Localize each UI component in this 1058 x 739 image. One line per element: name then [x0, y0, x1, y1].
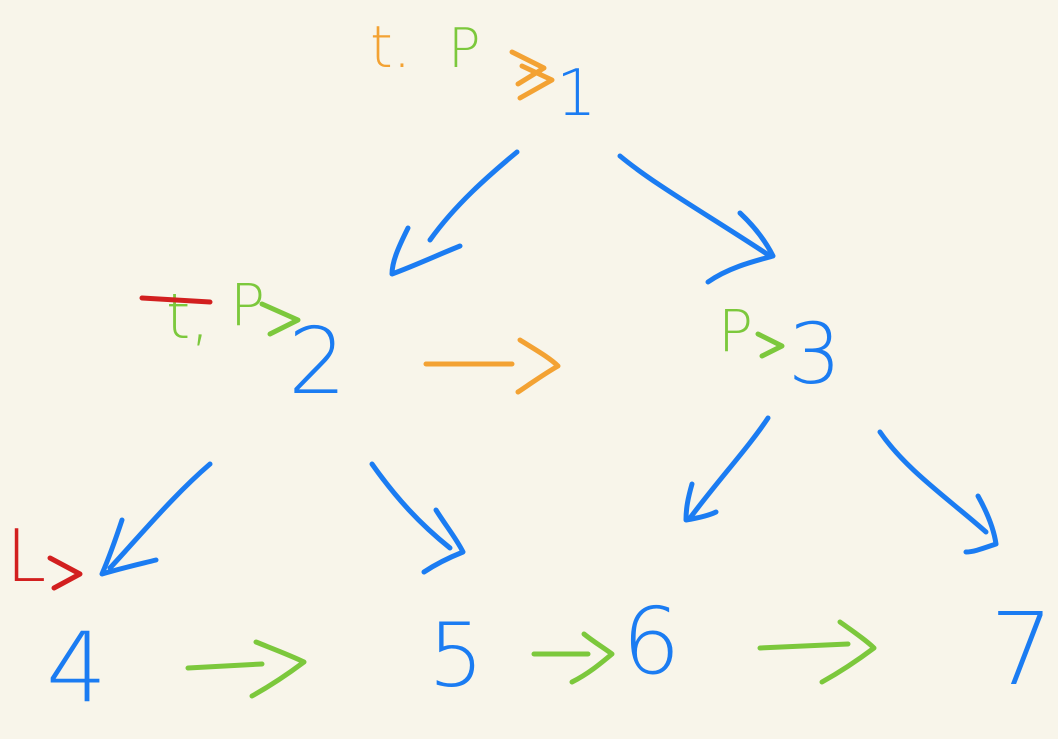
node4-l-label: L [6, 514, 47, 598]
node2-arrow-icon [259, 301, 301, 337]
edge-3-6-arrow [683, 415, 771, 523]
node2-strikethrough [139, 295, 213, 305]
edge-1-3-arrow [617, 153, 776, 285]
node-3: 3 [788, 305, 842, 403]
node-6: 6 [622, 588, 681, 695]
node-7: 7 [990, 591, 1054, 708]
node2-p-label: P [230, 271, 265, 339]
next-pointer-4-5-arrow [185, 639, 307, 699]
node-5: 5 [428, 604, 484, 707]
next-pointer-6-7-arrow [757, 619, 877, 685]
next-pointer-5-6-arrow [531, 631, 615, 685]
edge-3-7-arrow [877, 429, 999, 555]
node-4: 4 [46, 612, 108, 724]
root-t-label: t. [370, 13, 412, 81]
node3-arrow-icon [755, 331, 785, 359]
node4-arrow-icon [47, 555, 83, 591]
edge-1-2-arrow [389, 149, 520, 277]
edge-2-5-arrow [369, 461, 466, 575]
node3-p-label: P [718, 297, 753, 365]
node-1: 1 [556, 57, 597, 131]
root-p-label: P [448, 17, 481, 80]
node2-t-label: t, [166, 280, 211, 353]
edge-2-4-arrow [99, 461, 213, 577]
next-pointer-2-3-arrow [423, 337, 561, 395]
root-arrow-icon [509, 49, 555, 101]
node-2: 2 [288, 308, 347, 415]
